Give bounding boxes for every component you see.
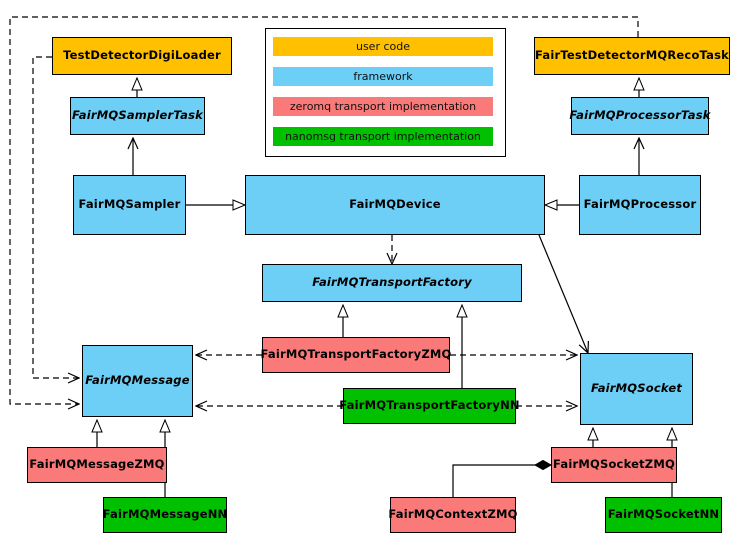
class-label: FairMQMessageZMQ xyxy=(29,457,165,472)
class-node-fairmqsampler[interactable]: FairMQSampler xyxy=(73,175,186,235)
legend-item-zeromq: zeromq transport implementation xyxy=(273,97,493,116)
legend-label: zeromq transport implementation xyxy=(289,100,477,113)
edge-contextzmq-to-socketzmq xyxy=(452,465,551,497)
class-node-fairmqsocketzmq[interactable]: FairMQSocketZMQ xyxy=(551,447,677,483)
class-node-fairmqmessagenn[interactable]: FairMQMessageNN xyxy=(103,497,227,533)
class-label: FairMQContextZMQ xyxy=(388,507,518,522)
legend-item-user-code: user code xyxy=(273,37,493,56)
legend-label: user code xyxy=(355,40,411,53)
class-label: FairMQProcessor xyxy=(583,197,697,212)
class-label: FairMQSampler xyxy=(78,197,181,212)
class-node-fairmqdevice[interactable]: FairMQDevice xyxy=(245,175,545,235)
class-label: FairTestDetectorMQRecoTask xyxy=(535,48,729,63)
class-node-fairmqprocessortask[interactable]: FairMQProcessorTask xyxy=(569,97,711,135)
class-node-fairmqsocketnn[interactable]: FairMQSocketNN xyxy=(605,497,722,533)
class-label: FairMQSocketNN xyxy=(607,507,720,522)
edge-device-to-socket xyxy=(538,234,588,353)
class-label: FairMQTransportFactoryNN xyxy=(339,398,520,413)
class-node-fairmqprocessor[interactable]: FairMQProcessor xyxy=(579,175,701,235)
class-node-testdetectordigiloader[interactable]: TestDetectorDigiLoader xyxy=(52,37,232,75)
class-label: FairMQSocket xyxy=(590,381,683,396)
class-node-fairmqmessage[interactable]: FairMQMessage xyxy=(82,345,193,417)
class-label: FairMQTransportFactory xyxy=(312,275,472,290)
class-node-fairmqtransportfactoryzmq[interactable]: FairMQTransportFactoryZMQ xyxy=(260,337,452,373)
class-label: FairMQMessage xyxy=(85,373,190,388)
edge-recotask-to-message xyxy=(9,16,639,404)
class-label: FairMQMessageNN xyxy=(102,507,228,522)
legend-label: nanomsg transport implementation xyxy=(285,130,481,143)
class-node-fairmqmessagezmq[interactable]: FairMQMessageZMQ xyxy=(27,447,167,483)
class-node-fairtestdetectormqrecotask[interactable]: FairTestDetectorMQRecoTask xyxy=(534,37,730,75)
class-label: FairMQDevice xyxy=(349,197,441,212)
legend-panel: user code framework zeromq transport imp… xyxy=(265,28,506,157)
legend-item-framework: framework xyxy=(273,67,493,86)
class-node-fairmqsamplertask[interactable]: FairMQSamplerTask xyxy=(70,97,205,135)
legend-item-nanomsg: nanomsg transport implementation xyxy=(273,127,493,146)
class-label: TestDetectorDigiLoader xyxy=(63,48,221,63)
class-label: FairMQSamplerTask xyxy=(72,108,203,123)
class-label: FairMQSocketZMQ xyxy=(553,457,675,472)
class-node-fairmqcontextzmq[interactable]: FairMQContextZMQ xyxy=(388,497,518,533)
class-label: FairMQTransportFactoryZMQ xyxy=(260,347,452,362)
class-node-fairmqtransportfactorynn[interactable]: FairMQTransportFactoryNN xyxy=(339,388,520,424)
edge-digiloader-to-message xyxy=(32,56,79,378)
class-node-fairmqsocket[interactable]: FairMQSocket xyxy=(580,353,693,425)
legend-label: framework xyxy=(353,70,413,83)
class-node-fairmqtransportfactory[interactable]: FairMQTransportFactory xyxy=(262,264,522,302)
class-label: FairMQProcessorTask xyxy=(569,108,711,123)
